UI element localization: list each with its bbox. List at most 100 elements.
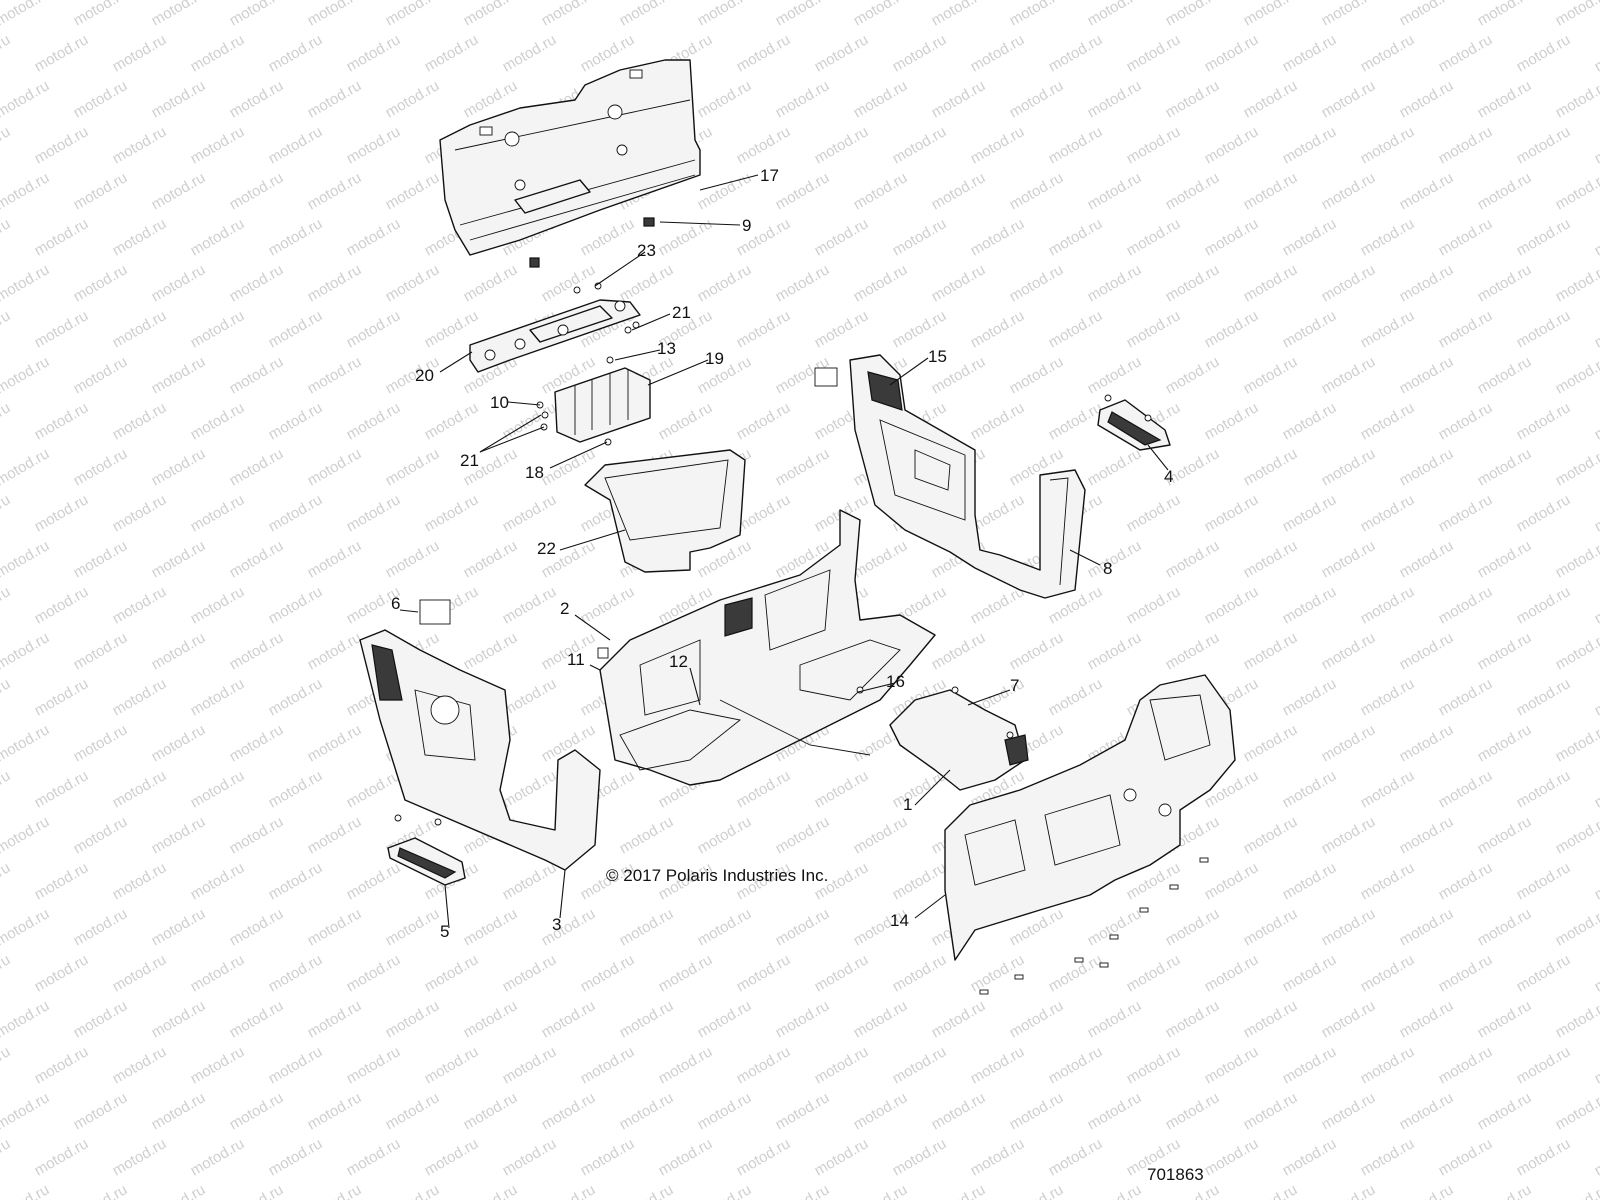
watermark-text: motod.ru <box>1514 215 1574 259</box>
watermark-text: motod.ru <box>1475 813 1535 857</box>
watermark-text: motod.ru <box>305 0 365 29</box>
watermark-text: motod.ru <box>1202 1135 1262 1179</box>
watermark-text: motod.ru <box>305 537 365 581</box>
watermark-text: motod.ru <box>266 1043 326 1087</box>
watermark-text: motod.ru <box>1007 169 1067 213</box>
watermark-text: motod.ru <box>32 491 92 535</box>
watermark-text: motod.ru <box>1397 0 1457 29</box>
watermark-text: motod.ru <box>0 813 52 857</box>
watermark-text: motod.ru <box>1397 445 1457 489</box>
leader-lines <box>399 174 1169 929</box>
watermark-text: motod.ru <box>1241 1089 1301 1133</box>
watermark-text: motod.ru <box>500 1043 560 1087</box>
watermark-text: motod.ru <box>1397 813 1457 857</box>
watermark-text: motod.ru <box>1280 767 1340 811</box>
watermark-text: motod.ru <box>1085 537 1145 581</box>
watermark-text: motod.ru <box>188 859 248 903</box>
watermark-text: motod.ru <box>851 169 911 213</box>
watermark-text: motod.ru <box>1163 169 1223 213</box>
watermark-text: motod.ru <box>1475 169 1535 213</box>
watermark-text: motod.ru <box>32 675 92 719</box>
watermark-text: motod.ru <box>1397 537 1457 581</box>
watermark-text: motod.ru <box>1592 675 1600 719</box>
watermark-text: motod.ru <box>461 537 521 581</box>
watermark-text: motod.ru <box>773 169 833 213</box>
watermark-text: motod.ru <box>1397 1089 1457 1133</box>
watermark-text: motod.ru <box>929 1181 989 1200</box>
watermark-text: motod.ru <box>1358 859 1418 903</box>
watermark-text: motod.ru <box>227 905 287 949</box>
watermark-text: motod.ru <box>422 491 482 535</box>
watermark-text: motod.ru <box>188 399 248 443</box>
watermark-text: motod.ru <box>110 399 170 443</box>
watermark-text: motod.ru <box>734 1135 794 1179</box>
watermark-text: motod.ru <box>461 1181 521 1200</box>
watermark-text: motod.ru <box>344 951 404 995</box>
watermark-text: motod.ru <box>110 583 170 627</box>
watermark-text: motod.ru <box>1124 583 1184 627</box>
watermark-text: motod.ru <box>32 215 92 259</box>
watermark-text: motod.ru <box>149 1181 209 1200</box>
watermark-text: motod.ru <box>71 813 131 857</box>
watermark-text: motod.ru <box>149 445 209 489</box>
watermark-text: motod.ru <box>1592 215 1600 259</box>
watermark-text: motod.ru <box>344 123 404 167</box>
watermark-text: motod.ru <box>188 307 248 351</box>
watermark-text: motod.ru <box>812 123 872 167</box>
watermark-text: motod.ru <box>1436 1043 1496 1087</box>
watermark-text: motod.ru <box>968 1043 1028 1087</box>
watermark-text: motod.ru <box>1397 721 1457 765</box>
watermark-text: motod.ru <box>383 445 443 489</box>
watermark-text: motod.ru <box>461 1089 521 1133</box>
watermark-text: motod.ru <box>1007 261 1067 305</box>
watermark-text: motod.ru <box>1553 1089 1600 1133</box>
watermark-text: motod.ru <box>1436 31 1496 75</box>
watermark-text: motod.ru <box>1436 951 1496 995</box>
watermark-text: motod.ru <box>1475 721 1535 765</box>
watermark-text: motod.ru <box>539 1181 599 1200</box>
watermark-text: motod.ru <box>110 31 170 75</box>
watermark-text: motod.ru <box>266 859 326 903</box>
part-14-front-floor <box>944 674 1236 961</box>
watermark-text: motod.ru <box>1514 31 1574 75</box>
watermark-text: motod.ru <box>461 0 521 29</box>
part-15-right-side-panel <box>814 354 1086 599</box>
diagram-number: 701863 <box>1147 1165 1204 1184</box>
watermark-text: motod.ru <box>929 77 989 121</box>
watermark-text: motod.ru <box>305 77 365 121</box>
watermark-text: motod.ru <box>1319 1181 1379 1200</box>
watermark-text: motod.ru <box>1319 905 1379 949</box>
watermark-text: motod.ru <box>305 1089 365 1133</box>
watermark-text: motod.ru <box>695 997 755 1041</box>
watermark-text: motod.ru <box>1397 905 1457 949</box>
watermark-text: motod.ru <box>1202 307 1262 351</box>
watermark-text: motod.ru <box>32 1135 92 1179</box>
watermark-text: motod.ru <box>32 859 92 903</box>
watermark-text: motod.ru <box>0 859 13 903</box>
watermark-text: motod.ru <box>1436 399 1496 443</box>
watermark-text: motod.ru <box>500 583 560 627</box>
watermark-text: motod.ru <box>968 31 1028 75</box>
watermark-text: motod.ru <box>500 767 560 811</box>
callout-21-lower: 21 <box>460 451 479 470</box>
watermark-text: motod.ru <box>851 1089 911 1133</box>
watermark-text: motod.ru <box>1358 399 1418 443</box>
watermark-text: motod.ru <box>1319 261 1379 305</box>
watermark-text: motod.ru <box>71 629 131 673</box>
watermark-text: motod.ru <box>0 169 52 213</box>
watermark-text: motod.ru <box>1046 123 1106 167</box>
part-19-storage-cover <box>554 367 651 443</box>
watermark-text: motod.ru <box>1553 813 1600 857</box>
watermark-text: motod.ru <box>71 1089 131 1133</box>
watermark-text: motod.ru <box>1436 307 1496 351</box>
watermark-text: motod.ru <box>0 1043 13 1087</box>
watermark-text: motod.ru <box>1475 1181 1535 1200</box>
watermark-text: motod.ru <box>1358 491 1418 535</box>
watermark-text: motod.ru <box>1241 353 1301 397</box>
watermark-text: motod.ru <box>1007 1181 1067 1200</box>
watermark-text: motod.ru <box>344 1135 404 1179</box>
part-7-tunnel-cover <box>856 686 1029 791</box>
watermark-text: motod.ru <box>188 123 248 167</box>
part-2-center-floor <box>597 509 936 786</box>
watermark-text: motod.ru <box>461 261 521 305</box>
